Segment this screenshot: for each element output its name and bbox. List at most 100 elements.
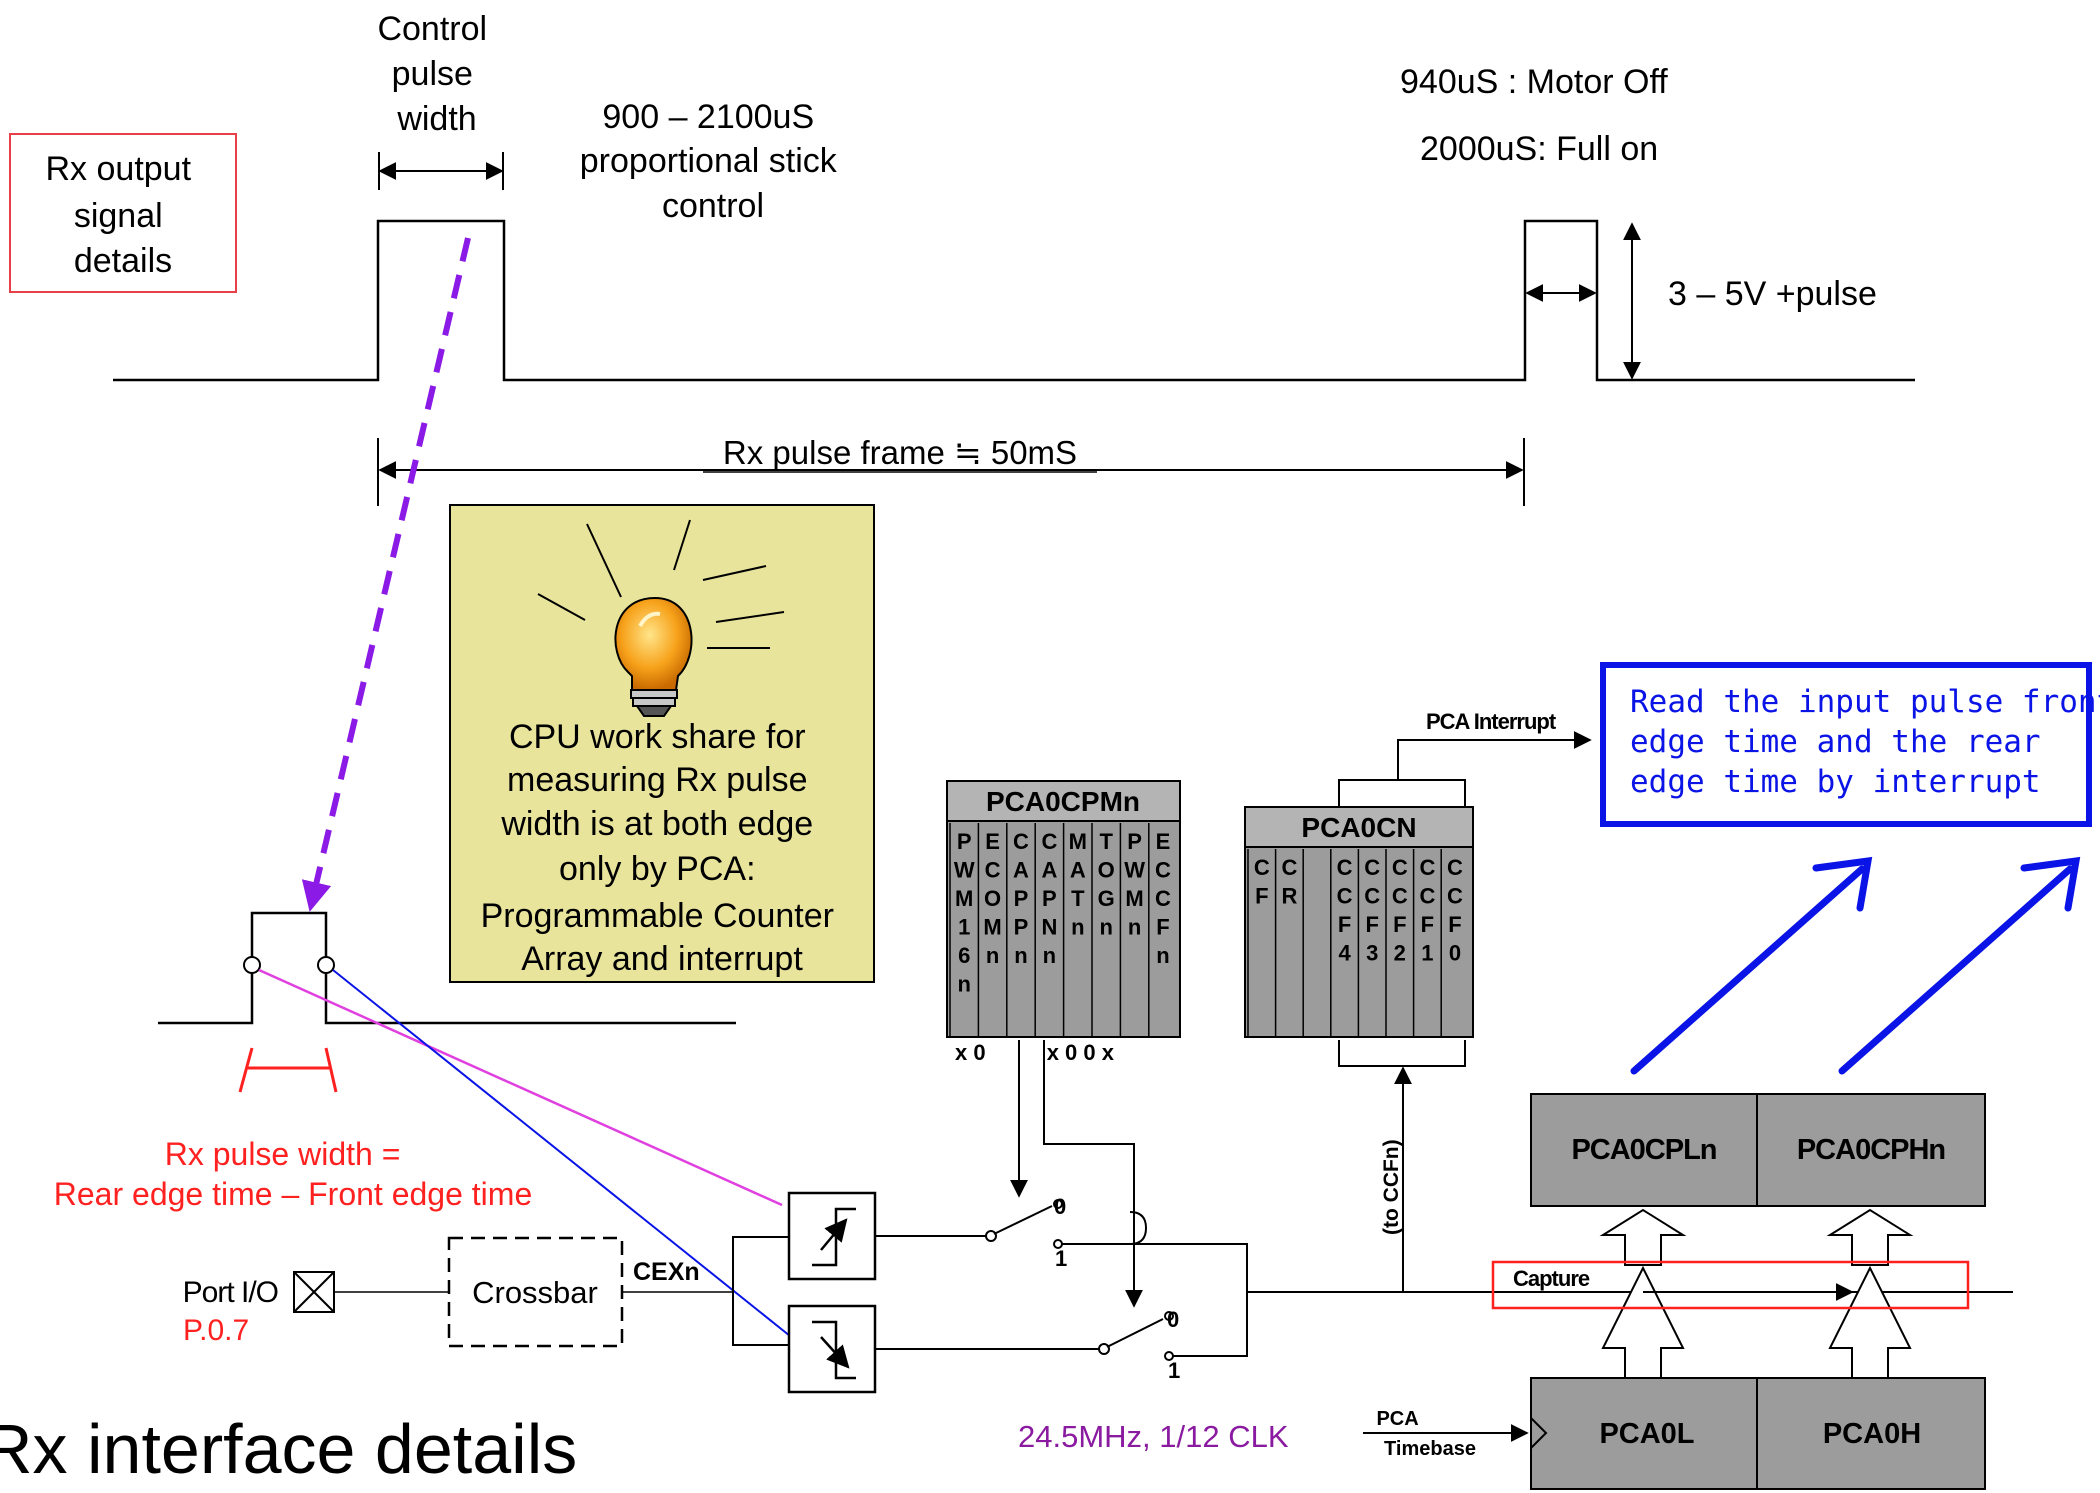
upper-switch-0: 0 xyxy=(1054,1194,1066,1219)
pca0cpmn-bit-char: M xyxy=(1069,829,1087,854)
pca0cpmn-register: PCA0CPMn PWM16nECOMnCAPPnCAPNnMATnTOGnPW… xyxy=(946,780,1181,1065)
pca0cpmn-bit-char: n xyxy=(1156,943,1169,968)
signal-details-label: Rx output signal details xyxy=(46,150,201,280)
pca0cpmn-bit-char: A xyxy=(1070,858,1086,883)
pca0cn-bit-char: C xyxy=(1337,855,1353,880)
pca0cn-bit-char: F xyxy=(1421,912,1434,937)
read-note-text: Read the input pulse front edge time and… xyxy=(1630,684,2100,800)
pca0cn-bit-char: 1 xyxy=(1421,941,1433,966)
lower-switch-0: 0 xyxy=(1167,1307,1179,1332)
pca0cpmn-bit-char: n xyxy=(1071,915,1084,940)
to-ccfn-label: (to CCFn) xyxy=(1380,1139,1403,1235)
pca0cn-bit-char: F xyxy=(1255,884,1268,909)
signal-waveform xyxy=(113,219,1915,382)
pca0cpmn-bit-char: 6 xyxy=(958,943,970,968)
cpu-note-text: CPU work share for measuring Rx pulse wi… xyxy=(481,718,844,978)
pca0cpmn-bit-char: M xyxy=(1125,886,1143,911)
full-on-label: 2000uS: Full on xyxy=(1420,130,1658,168)
edge-detectors xyxy=(732,1191,877,1394)
pca0cpln-label: PCA0CPLn xyxy=(1571,1134,1716,1166)
pca0cpmn-bit-char: C xyxy=(1155,886,1171,911)
pca0cn-bit-char: C xyxy=(1364,855,1380,880)
front-edge-marker xyxy=(243,956,261,974)
pca0cpmn-bit-char: n xyxy=(1099,915,1112,940)
pca0cn-bit-char: 4 xyxy=(1338,941,1351,966)
pca-interrupt-label: PCA Interrupt xyxy=(1426,709,1557,734)
pca0h-label: PCA0H xyxy=(1823,1418,1921,1450)
pca0cn-bit-char: C xyxy=(1392,884,1408,909)
pca0cn-bit-char: C xyxy=(1419,855,1435,880)
pca0cpmn-bit-char: P xyxy=(1014,886,1029,911)
pca0cpmn-bit-char: C xyxy=(985,858,1001,883)
pca0cpmn-bit-char: P xyxy=(1042,886,1057,911)
port-io: Port I/O P.0.7 xyxy=(183,1271,449,1347)
timebase-label: PCA Timebase xyxy=(1376,1408,1475,1460)
pca0cpmn-bit-char: M xyxy=(955,886,973,911)
pca0cphn-label: PCA0CPHn xyxy=(1797,1134,1945,1166)
port-pin-icon xyxy=(293,1271,335,1313)
pca0cpmn-bit-char: A xyxy=(1041,858,1057,883)
pca0cpmn-bit-char: F xyxy=(1156,915,1169,940)
pca0cn-bit-char: C xyxy=(1254,855,1270,880)
pca0cpmn-bit-char: E xyxy=(985,829,1000,854)
capture-registers: PCA0CPLn PCA0CPHn PCA0L PCA0H xyxy=(1530,1093,1986,1490)
pca0cpmn-bit-char: N xyxy=(1041,915,1057,940)
upper-switch-1: 1 xyxy=(1055,1246,1067,1271)
pca0cpmn-bit-char: W xyxy=(954,858,975,883)
pulse-width-marker xyxy=(238,1047,338,1093)
cex-label: CEXn xyxy=(633,1258,700,1286)
pca0cpmn-bit-char: P xyxy=(1127,829,1142,854)
pca0cpmn-bit-char: C xyxy=(1041,829,1057,854)
pca0cpmn-bit-char: E xyxy=(1156,829,1171,854)
pca0cn-bit-char: C xyxy=(1419,884,1435,909)
pca0cpmn-bit-char: n xyxy=(1043,943,1056,968)
cpu-note: CPU work share for measuring Rx pulse wi… xyxy=(449,504,875,983)
pca0cpmn-bit-char: C xyxy=(1013,829,1029,854)
port-io-label: Port I/O xyxy=(183,1276,278,1309)
signal-details-box xyxy=(9,133,237,293)
pca0cpmn-bit-char: P xyxy=(957,829,972,854)
motor-off-label: 940uS : Motor Off xyxy=(1400,63,1668,101)
pca0cn-bit-char: C xyxy=(1447,855,1463,880)
control-pulse-width-label: Control pulse width xyxy=(377,10,496,138)
pca0cn-bit-char: C xyxy=(1392,855,1408,880)
pca0cpmn-bit-char: n xyxy=(1014,943,1027,968)
pca0cpmn-bit-char: W xyxy=(1124,858,1145,883)
pca0cn-bit-char: R xyxy=(1281,884,1297,909)
pca0cpmn-bit-char: T xyxy=(1071,886,1085,911)
pca0cn-bit-char: 3 xyxy=(1366,941,1378,966)
cpu-note-box xyxy=(449,504,875,983)
capture-buffers xyxy=(1599,1208,1914,1379)
pca0cn-bit-char: F xyxy=(1365,912,1378,937)
pca0l-label: PCA0L xyxy=(1599,1418,1694,1450)
pca0cn-bit-char: C xyxy=(1281,855,1297,880)
zoom-pointer xyxy=(301,237,471,912)
pca0cpmn-bit-char: A xyxy=(1013,858,1029,883)
port-pin-label: P.0.7 xyxy=(183,1314,249,1347)
pca0cn-bit-char: F xyxy=(1338,912,1351,937)
lightbulb-icon xyxy=(537,519,785,717)
pulse-width-formula: Rx pulse width = Rear edge time – Front … xyxy=(54,1136,532,1212)
pca0cn-bit-char: F xyxy=(1448,912,1461,937)
clock-label: 24.5MHz, 1/12 CLK xyxy=(1018,1419,1289,1454)
pca0cpmn-bit-char: O xyxy=(984,886,1001,911)
crossbar-label: Crossbar xyxy=(472,1275,598,1310)
pca0cn-bit-char: 2 xyxy=(1394,941,1406,966)
pca0cpmn-bit-char: P xyxy=(1014,915,1029,940)
pca0cn-bit-char: C xyxy=(1447,884,1463,909)
pca0cn-bit-char: 0 xyxy=(1449,941,1461,966)
pca0cpmn-bit-char: 1 xyxy=(958,915,970,940)
pca0cpmn-bit-char: T xyxy=(1099,829,1113,854)
pca0cpmn-bit-char: C xyxy=(1155,858,1171,883)
page-title: Rx interface details xyxy=(0,1410,577,1488)
lower-switch-1: 1 xyxy=(1168,1358,1180,1383)
pca0cn-title: PCA0CN xyxy=(1301,812,1416,843)
capture-highlight xyxy=(1491,1260,1970,1310)
pca0cpmn-bit-char: n xyxy=(1128,915,1141,940)
pca0cpmn-bit-char: n xyxy=(957,972,970,997)
pca0cn-bit-char: C xyxy=(1337,884,1353,909)
rear-edge-marker xyxy=(317,956,335,974)
